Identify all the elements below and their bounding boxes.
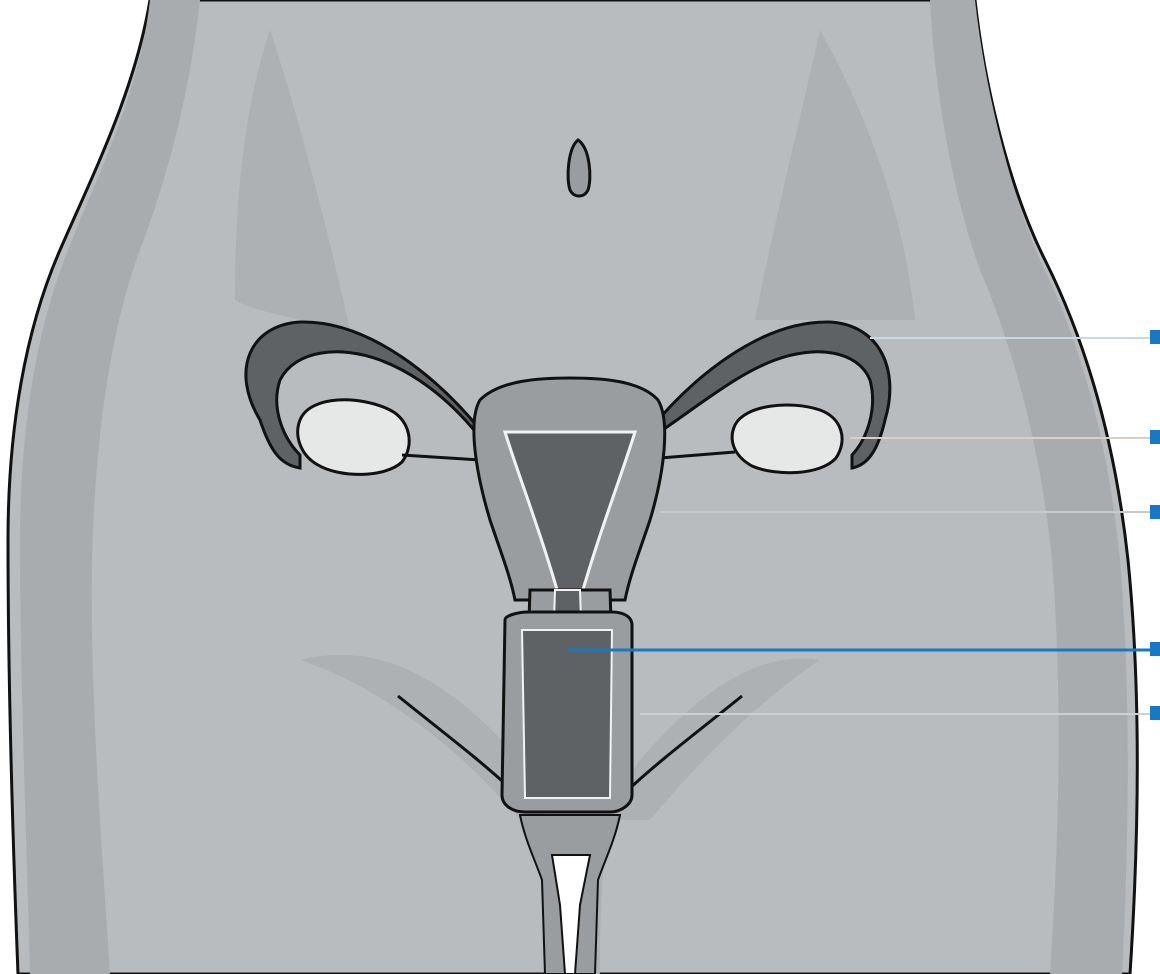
vaginal-canal [522, 630, 612, 798]
label-marker-3 [1150, 505, 1160, 519]
label-marker-4 [1150, 642, 1160, 656]
right-ovary [732, 405, 842, 473]
label-marker-5 [1150, 706, 1160, 720]
label-marker-2 [1150, 430, 1160, 444]
left-ovary [298, 400, 409, 475]
label-marker-1 [1150, 330, 1160, 344]
